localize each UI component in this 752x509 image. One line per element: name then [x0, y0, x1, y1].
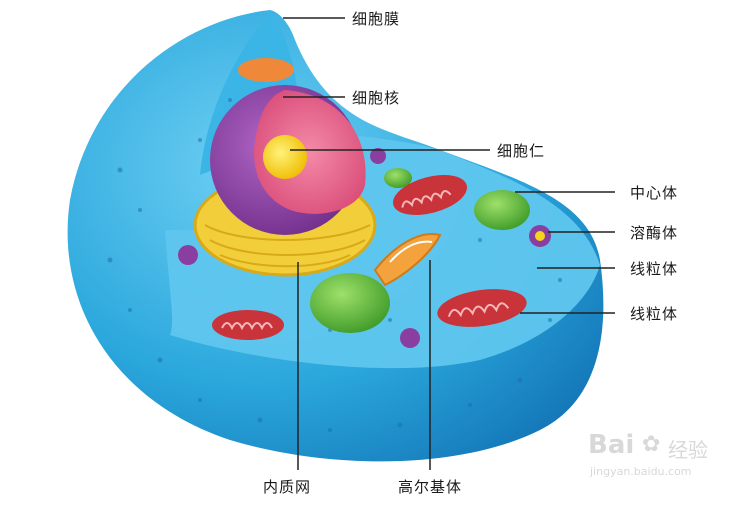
mitochondrion-1-shape — [393, 175, 467, 215]
cytoplasm-dots — [107, 98, 562, 432]
baidu-watermark: Bai ✿ 经验 jingyan.baidu.com — [588, 430, 738, 485]
label-lysosome: 溶酶体 — [630, 224, 679, 242]
label-endoplasmic-reticulum: 内质网 — [263, 478, 312, 496]
golgi-shape — [373, 233, 442, 287]
lysosome-left — [178, 245, 198, 265]
paw-icon: ✿ — [642, 432, 661, 457]
er-folds — [204, 224, 371, 268]
label-mitochondrion-2: 线粒体 — [630, 305, 679, 323]
organelle-top — [238, 58, 294, 82]
green-organelle — [310, 273, 390, 333]
centrosome-shape — [474, 190, 530, 230]
nucleolus-shape — [263, 135, 307, 179]
leader-lines — [283, 17, 615, 470]
label-golgi: 高尔基体 — [398, 478, 463, 496]
label-cell-membrane: 细胞膜 — [352, 10, 401, 28]
watermark-brand: Bai — [588, 430, 635, 460]
label-nucleolus: 细胞仁 — [497, 142, 546, 160]
lysosome-bottom — [400, 328, 420, 348]
lysosome-core — [535, 231, 545, 241]
green-organelle-small — [384, 168, 412, 188]
watermark-url: jingyan.baidu.com — [590, 465, 692, 478]
mitochondrion-3-shape — [212, 310, 284, 340]
mitochondrion-2-shape — [437, 289, 527, 327]
watermark-brand-cn: 经验 — [668, 438, 708, 462]
label-centrosome: 中心体 — [630, 184, 679, 202]
label-nucleus: 细胞核 — [352, 89, 401, 107]
nucleus-inner — [254, 90, 366, 214]
label-mitochondrion-1: 线粒体 — [630, 260, 679, 278]
lysosome-top — [370, 148, 386, 164]
